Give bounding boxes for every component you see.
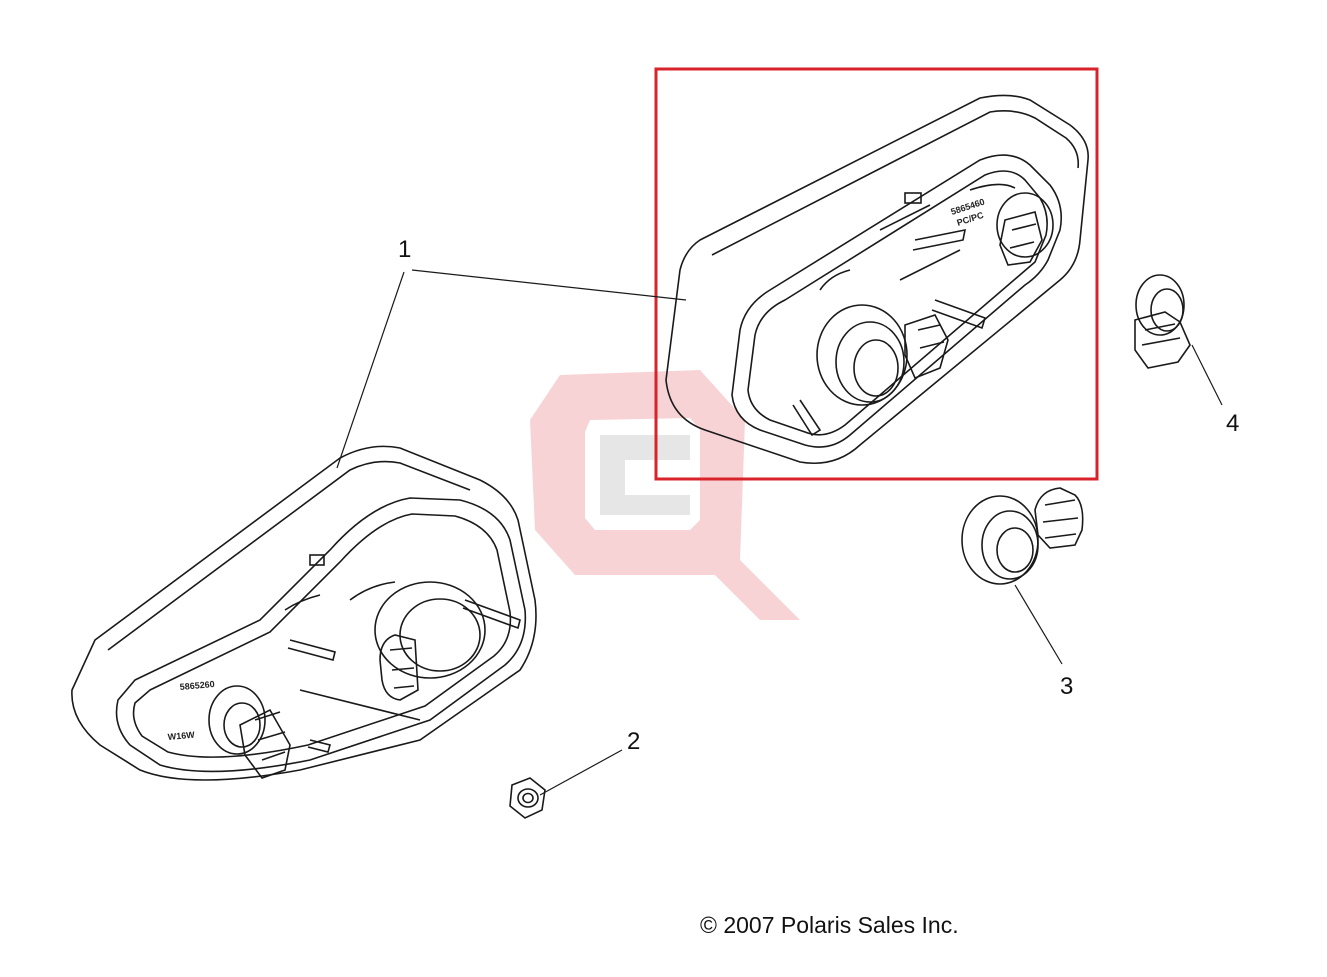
leader-3: [1014, 584, 1063, 665]
leader-2: [539, 749, 623, 796]
leader-1-right: [411, 269, 687, 301]
highlight-box: [654, 67, 1099, 481]
bulb-socket-small: [1134, 274, 1191, 369]
callout-4: 4: [1226, 410, 1240, 437]
leader-lines: [336, 269, 1223, 796]
leader-1-left: [336, 271, 405, 469]
callout-2: 2: [627, 728, 641, 755]
bulb-type-left: W16W: [167, 730, 195, 742]
callout-3: 3: [1060, 673, 1074, 700]
bulb-socket-large: [961, 487, 1084, 585]
copyright-notice: © 2007 Polaris Sales Inc.: [700, 912, 959, 938]
leader-4: [1191, 344, 1223, 406]
tail-lamp-left: [71, 445, 537, 781]
part-number-left: 5865260: [179, 679, 215, 692]
tail-lamp-right: [665, 94, 1089, 465]
hex-nut: [509, 777, 546, 819]
callout-1: 1: [398, 236, 412, 263]
cq-logo-watermark: [530, 370, 800, 620]
